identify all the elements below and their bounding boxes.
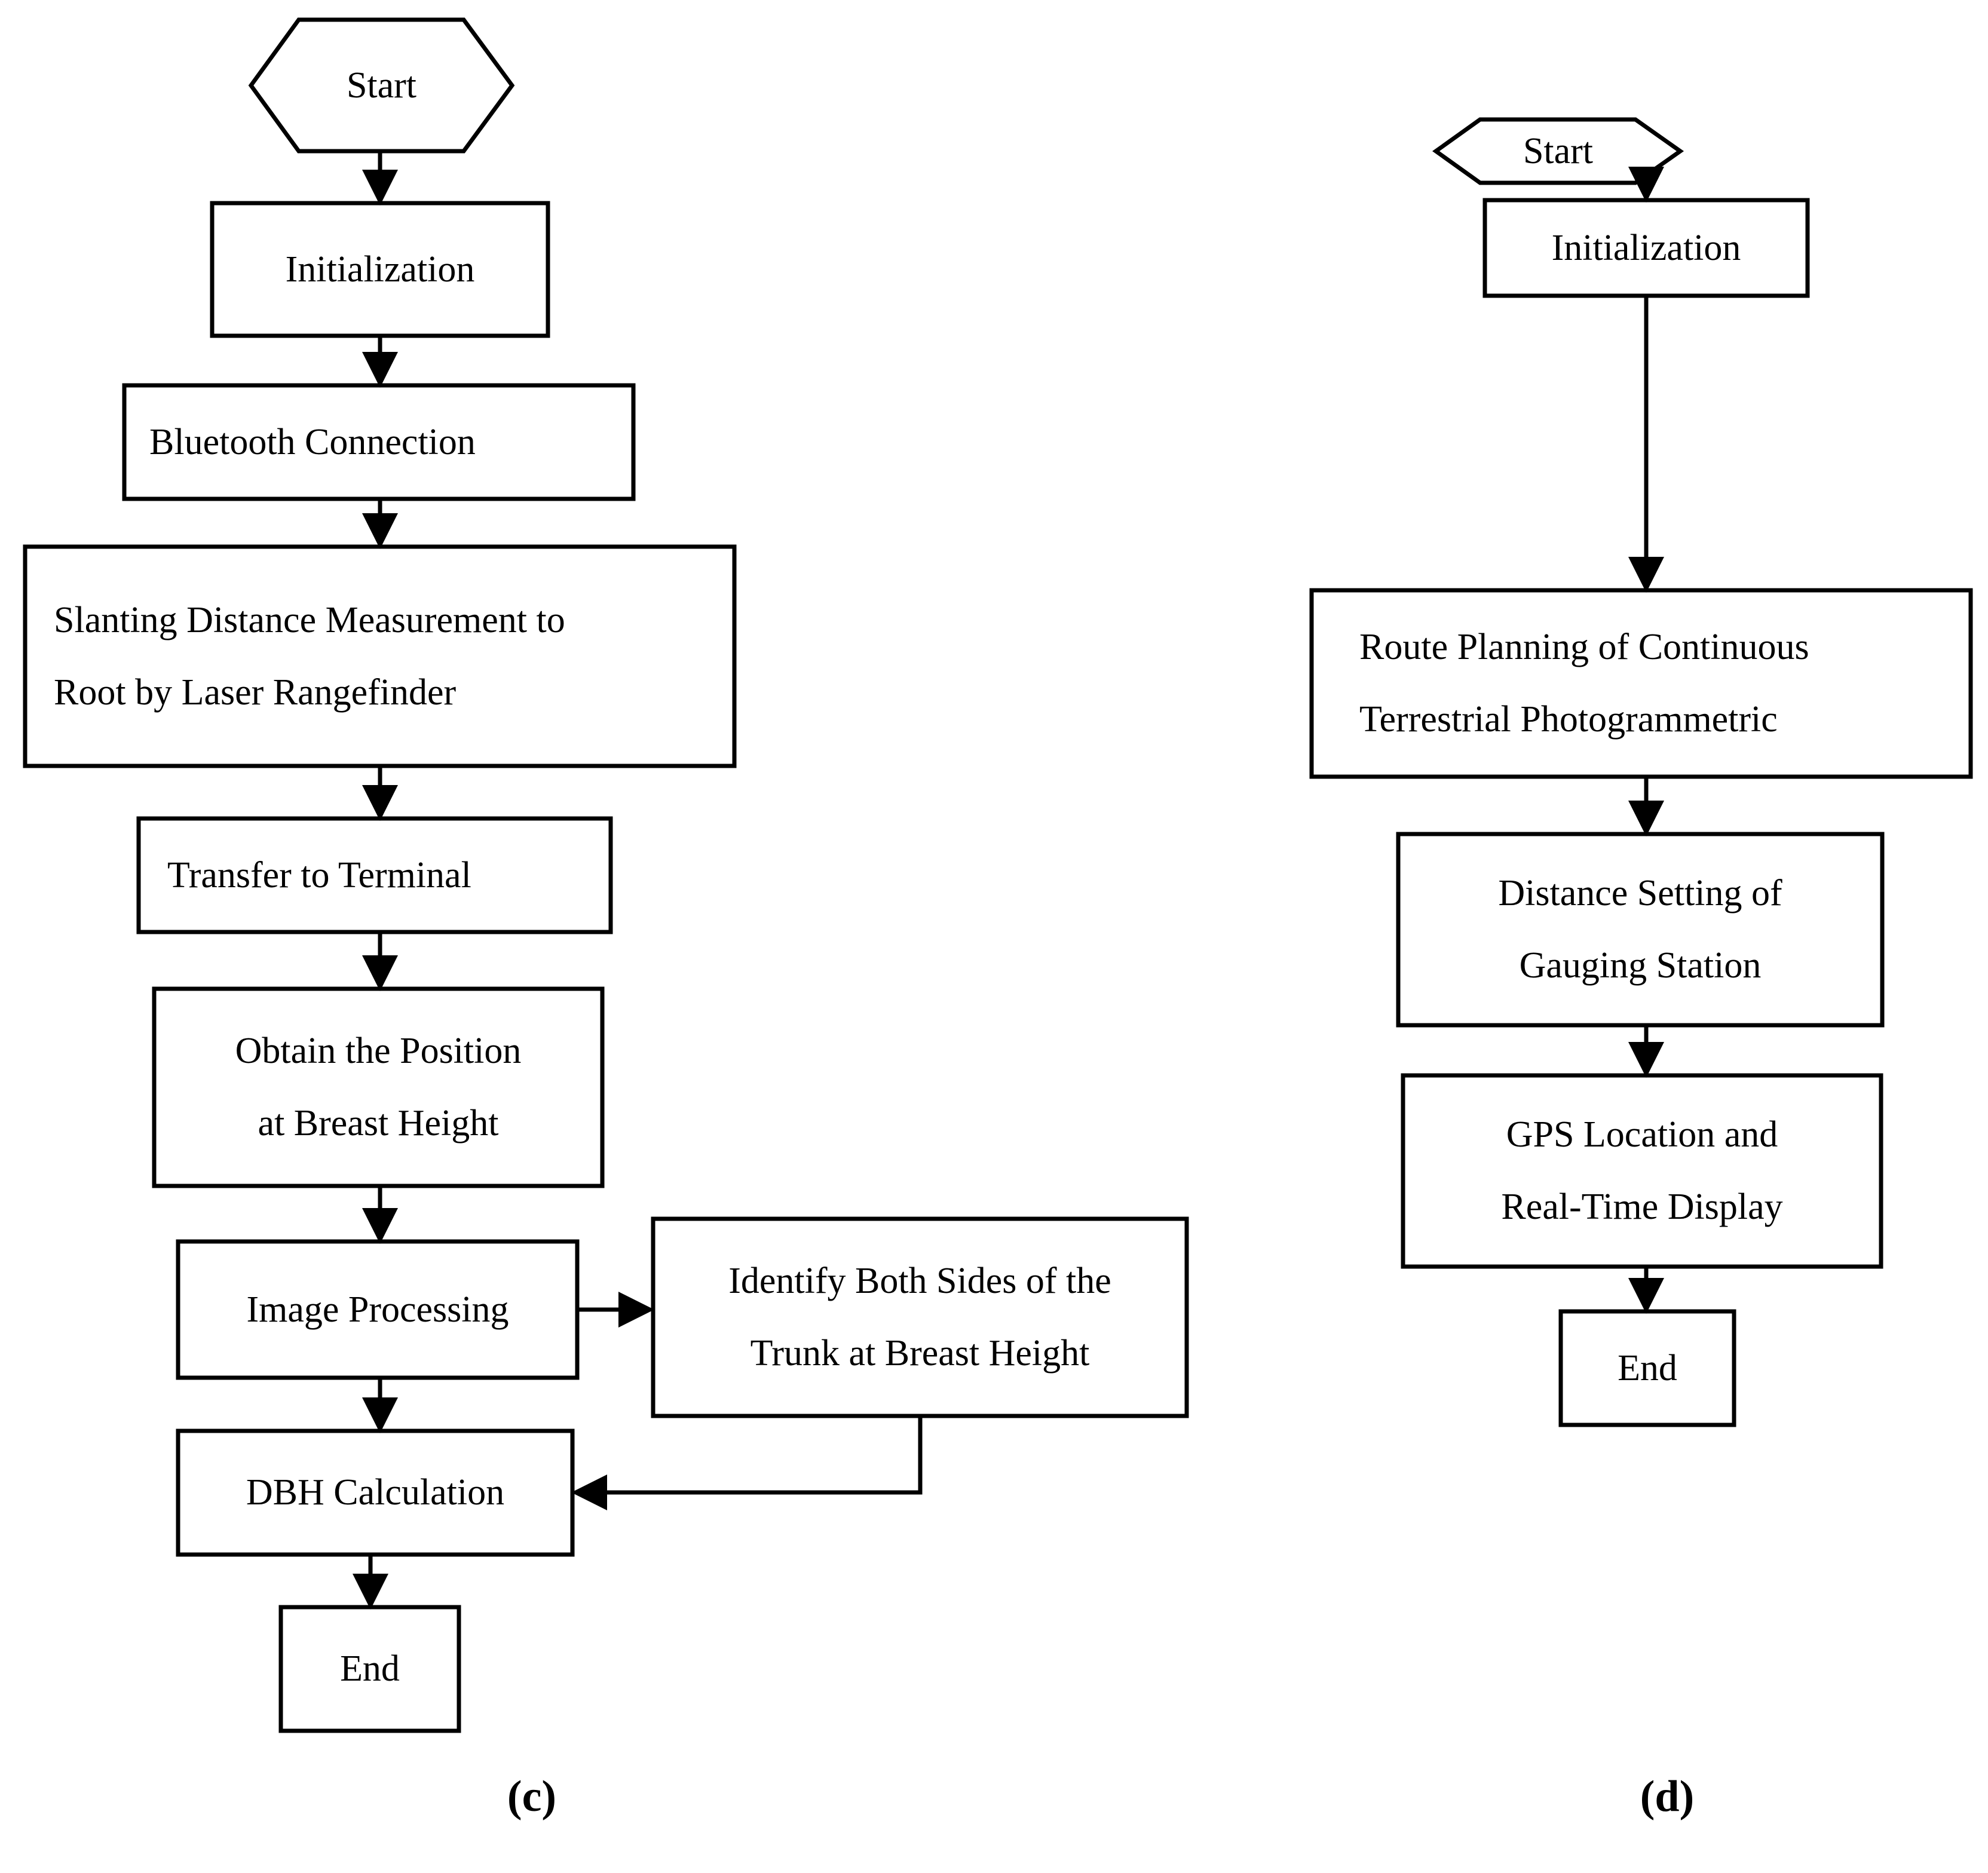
panel-c-caption-text: (c): [507, 1772, 557, 1821]
arrowhead-c-start-init: [362, 170, 398, 206]
arrowhead-d-distance-gps: [1628, 1042, 1664, 1078]
panel-c-caption: (c): [454, 1771, 609, 1822]
arrowhead-c-position-imageproc: [362, 1208, 398, 1244]
node-d-end-shape[interactable]: [1558, 1309, 1736, 1427]
node-d-route-shape[interactable]: [1309, 588, 1973, 779]
node-d-init-shape[interactable]: [1482, 198, 1810, 298]
node-c-end-shape[interactable]: [278, 1605, 461, 1733]
arrowhead-c-transfer-position: [362, 955, 398, 991]
node-d-distance-shape[interactable]: [1396, 832, 1885, 1028]
arrowhead-c-bluetooth-slanting: [362, 513, 398, 549]
arrowhead-d-start-init: [1628, 167, 1664, 203]
panel-d-caption-text: (d): [1640, 1772, 1695, 1821]
arrowhead-d-init-route: [1628, 557, 1664, 593]
arrowhead-c-identify-dbh: [571, 1475, 607, 1510]
node-c-slanting-shape[interactable]: [23, 544, 737, 768]
arrowhead-d-route-distance: [1628, 801, 1664, 836]
node-d-gps-shape[interactable]: [1401, 1073, 1883, 1269]
arrowhead-c-dbh-end: [353, 1574, 388, 1610]
node-c-position-shape[interactable]: [152, 986, 605, 1188]
panel-d-caption: (d): [1589, 1771, 1745, 1822]
node-c-identify-shape[interactable]: [651, 1216, 1189, 1418]
node-c-dbh-shape[interactable]: [176, 1428, 575, 1557]
arrowhead-c-init-bluetooth: [362, 352, 398, 388]
node-c-imageproc-shape[interactable]: [176, 1239, 580, 1380]
arrowhead-c-slanting-transfer: [362, 785, 398, 821]
node-d-start-shape[interactable]: [1432, 117, 1684, 185]
arrowhead-c-imageproc-identify: [618, 1292, 654, 1328]
arrowhead-d-gps-end: [1628, 1278, 1664, 1314]
edge-c-identify-dbh: [592, 1416, 923, 1495]
arrowhead-c-imageproc-dbh: [362, 1397, 398, 1433]
node-c-init-shape[interactable]: [210, 201, 550, 338]
node-c-transfer-shape[interactable]: [136, 816, 613, 934]
node-c-start-shape[interactable]: [248, 17, 515, 154]
node-c-bluetooth-shape[interactable]: [122, 383, 636, 501]
